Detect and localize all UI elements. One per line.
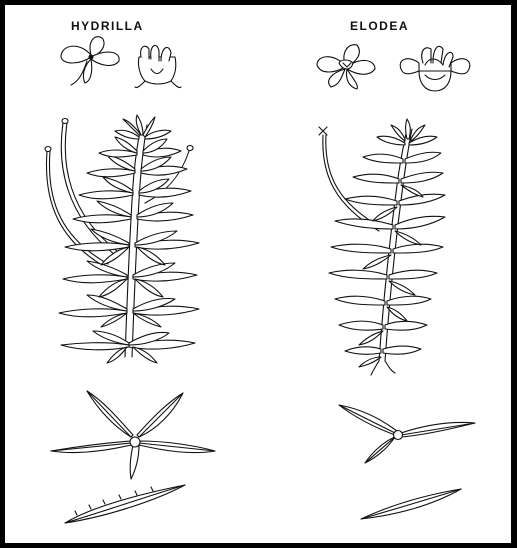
elodea-leaf-whorls — [329, 119, 445, 367]
elodea-flower-open — [317, 45, 375, 89]
illustration-frame: HYDRILLA ELODEA — [5, 5, 511, 543]
hydrilla-leaf-whorls — [59, 115, 199, 363]
hydrilla-leaf-detail — [65, 485, 185, 523]
elodea-whorl-detail — [339, 405, 475, 463]
hydrilla-flower-side — [135, 45, 181, 87]
elodea-leaf-detail — [361, 489, 461, 519]
elodea-flower-side — [400, 46, 470, 91]
hydrilla-flower-open — [61, 37, 119, 85]
hydrilla-whorl-detail — [51, 391, 215, 479]
plant-comparison-drawing — [5, 5, 511, 543]
